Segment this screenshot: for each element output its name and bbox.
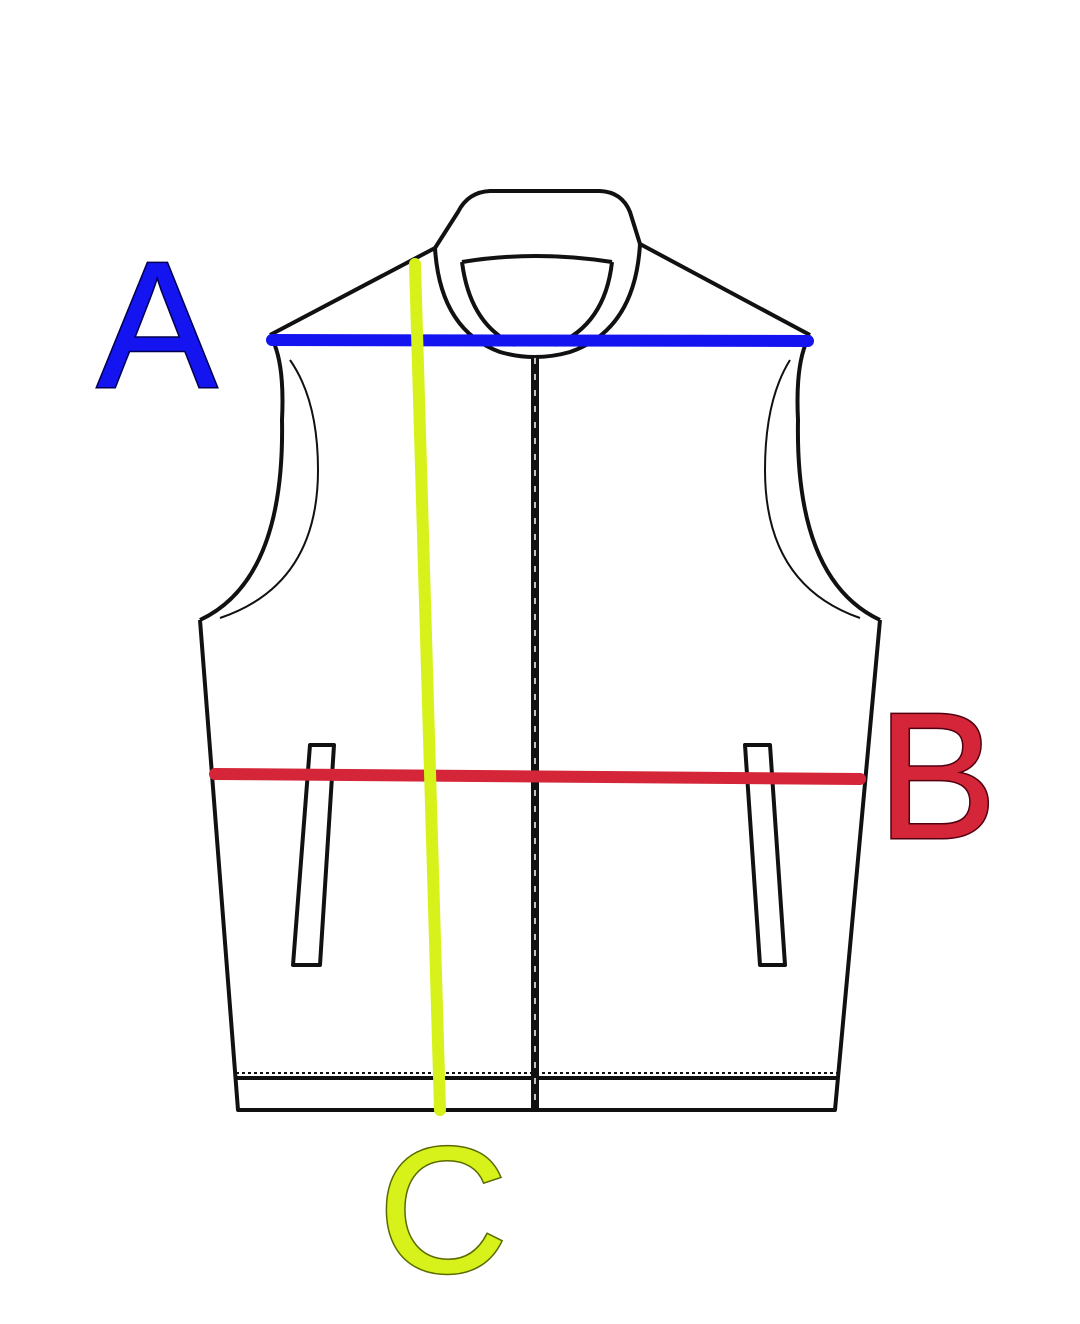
vest-outline xyxy=(198,189,882,1112)
left-pocket xyxy=(291,743,336,967)
left-shoulder xyxy=(269,246,436,337)
label-a: A xyxy=(97,225,217,426)
neckline xyxy=(433,243,642,359)
measurement-line-a xyxy=(266,334,814,347)
right-shoulder xyxy=(639,242,811,337)
neckline-inner xyxy=(460,261,614,347)
left-armhole-trim xyxy=(219,359,319,619)
collar-inner xyxy=(461,254,613,264)
right-armhole xyxy=(795,333,881,622)
collar xyxy=(433,189,642,250)
right-armhole-trim xyxy=(764,359,861,619)
right-pocket xyxy=(743,743,787,967)
measurement-line-c xyxy=(409,258,446,1116)
label-c: C xyxy=(378,1110,508,1311)
measurement-line-b xyxy=(209,768,866,785)
left-armhole xyxy=(199,333,285,622)
label-b: B xyxy=(877,676,997,877)
